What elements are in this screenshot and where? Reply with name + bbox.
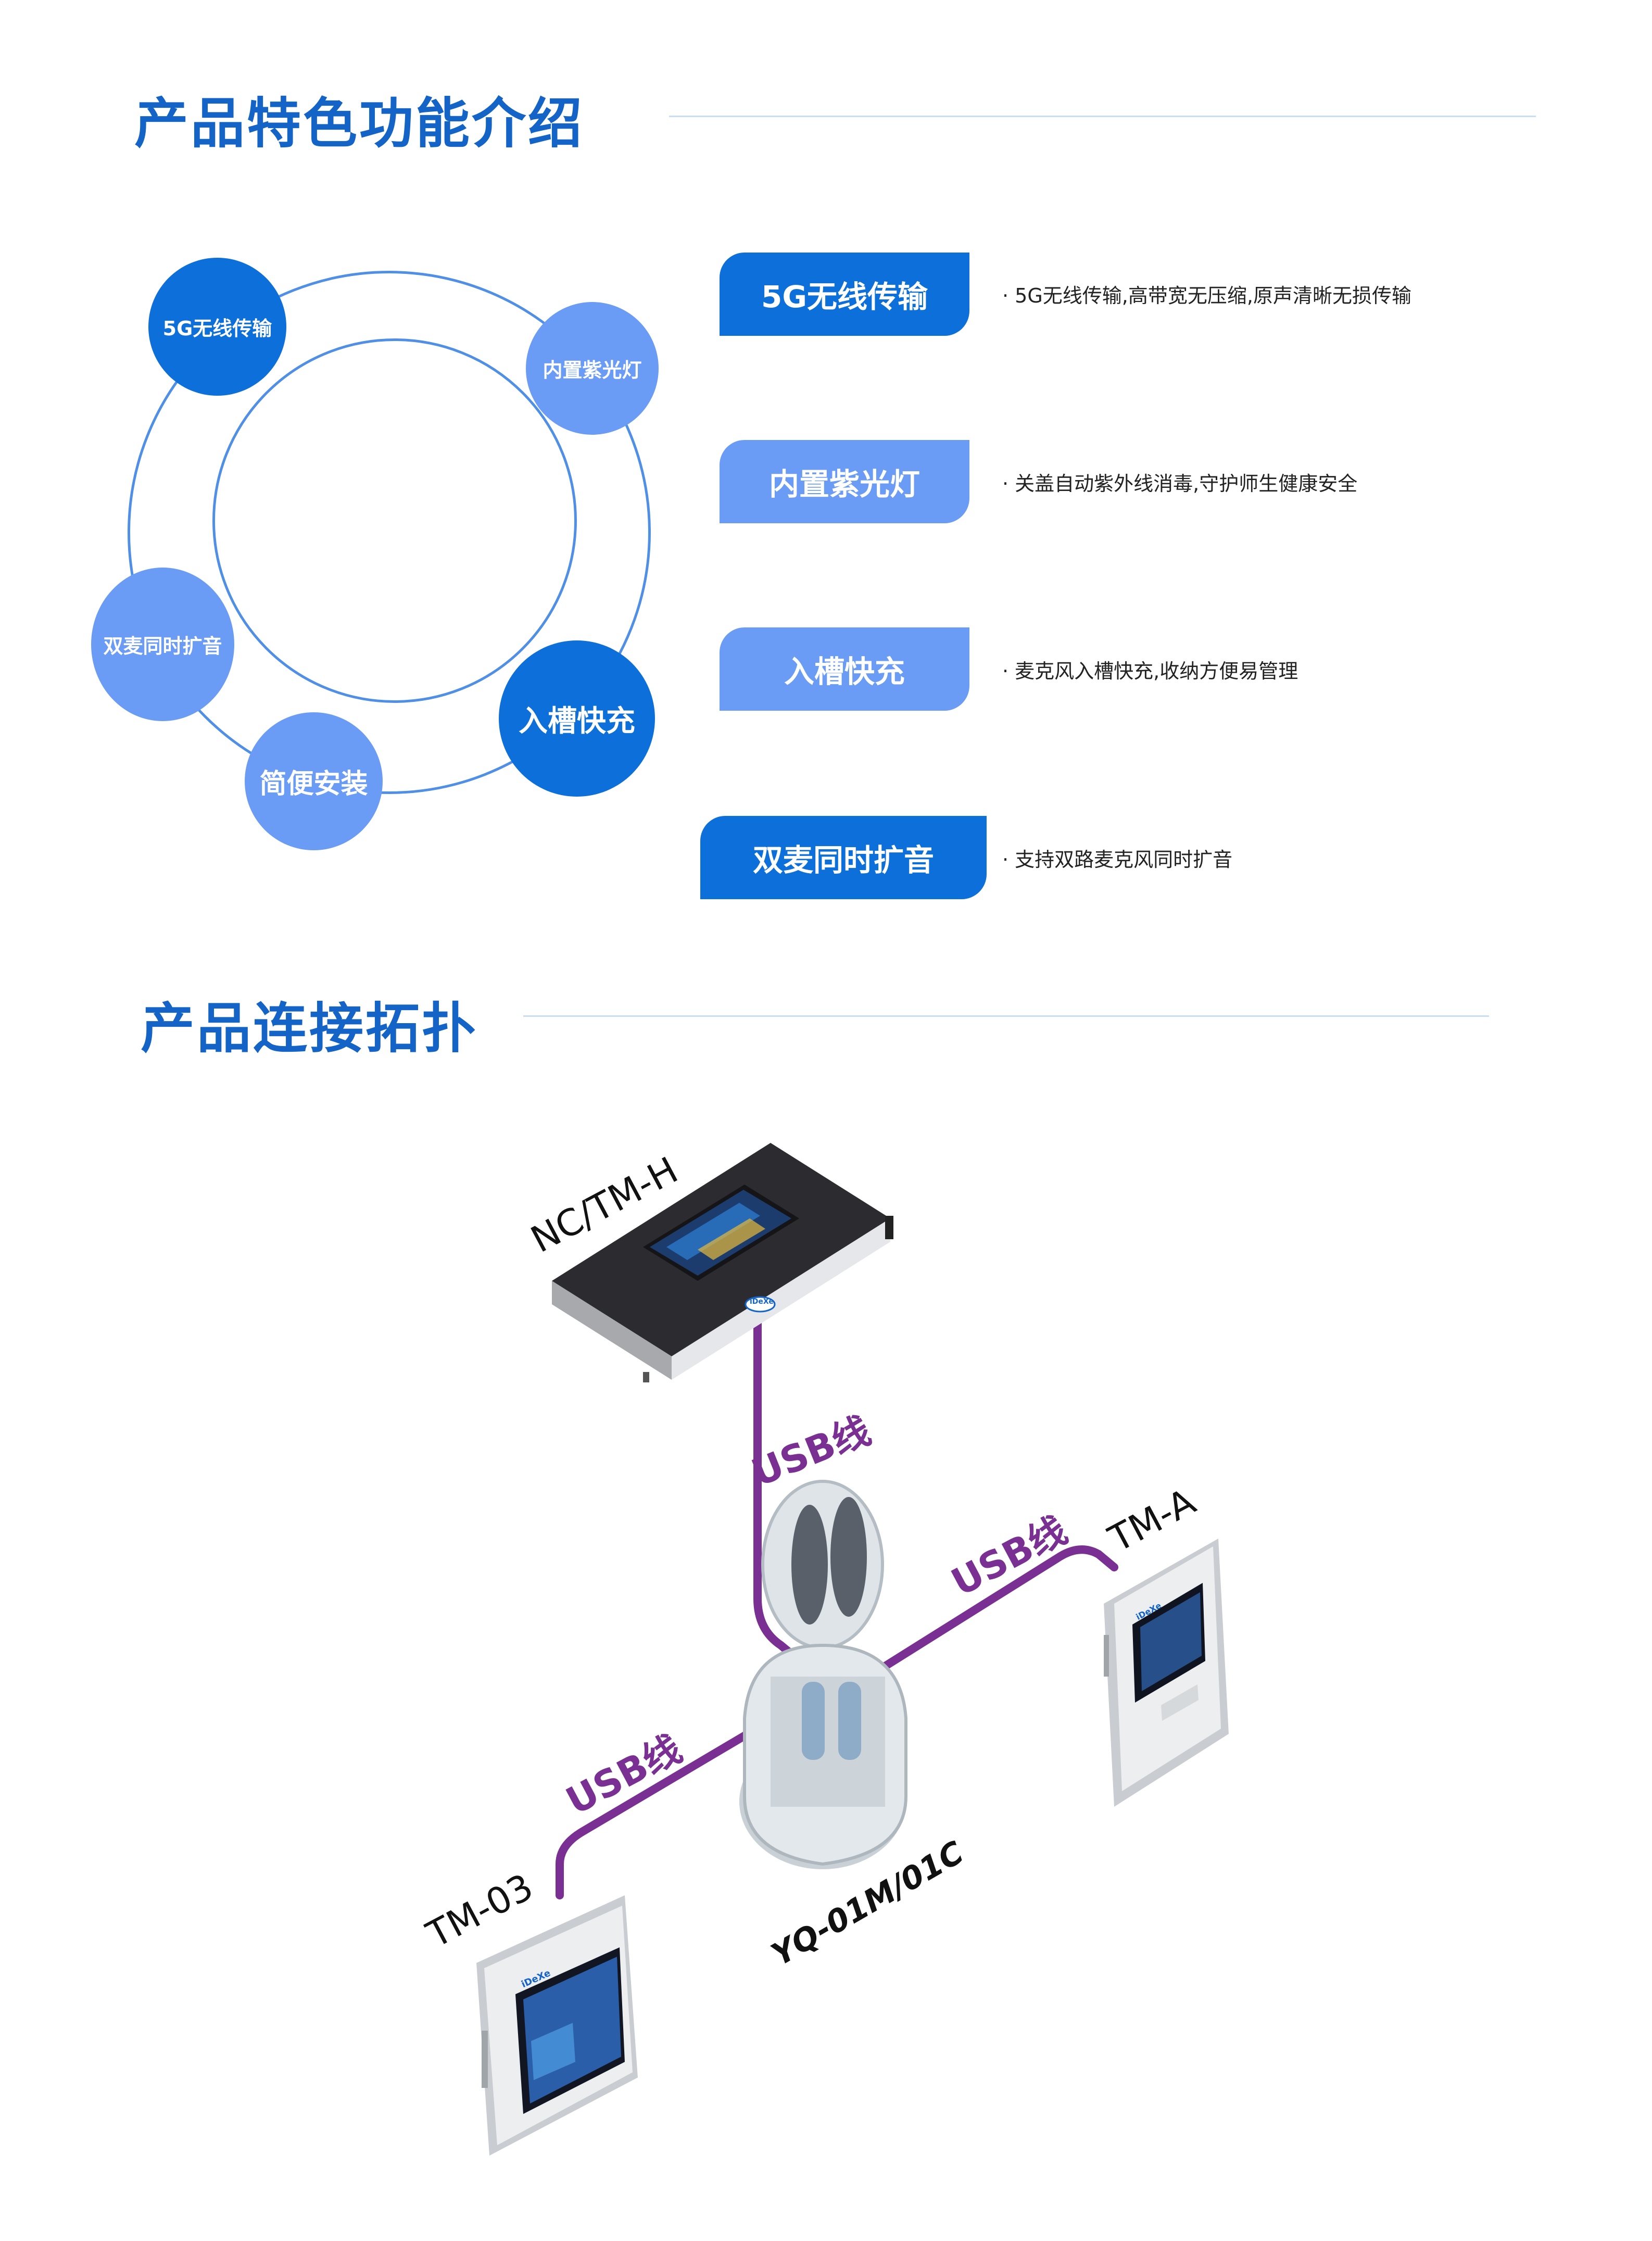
bubble-dual-mic: 双麦同时扩音 xyxy=(91,568,234,721)
bubble-5g-label: 5G无线传输 xyxy=(162,317,272,340)
bubble-uv-light: 内置紫光灯 xyxy=(526,302,659,435)
feature-5g-label: 5G无线传输 xyxy=(761,279,928,314)
bubble-dual-mic-label: 双麦同时扩音 xyxy=(103,635,222,658)
tm-a-device xyxy=(1104,1539,1229,1807)
brand-logo-rack: iDeXe xyxy=(750,1298,774,1306)
feature-5g-desc: · 5G无线传输,高带宽无压缩,原声清晰无损传输 xyxy=(1002,284,1411,307)
feature-charge-desc: · 麦克风入槽快充,收纳方便易管理 xyxy=(1002,660,1298,683)
bubble-easy-install-label: 简便安装 xyxy=(259,769,368,800)
outer-ring xyxy=(128,271,651,794)
topology-section-title: 产品连接拓扑 xyxy=(141,997,478,1060)
inner-ring xyxy=(212,338,577,703)
bubble-slot-charge-label: 入槽快充 xyxy=(519,704,635,738)
feature-dual-mic-pill: 双麦同时扩音 xyxy=(700,816,987,899)
cable-top xyxy=(753,1308,801,1663)
bubble-5g: 5G无线传输 xyxy=(148,258,286,396)
cable-right xyxy=(881,1545,1118,1670)
feature-uv-label: 内置紫光灯 xyxy=(768,467,920,502)
bubble-slot-charge: 入槽快充 xyxy=(499,640,655,797)
feature-dual-mic-desc: · 支持双路麦克风同时扩音 xyxy=(1002,848,1233,871)
tm-03-device xyxy=(476,1895,638,2156)
feature-charge-pill: 入槽快充 xyxy=(720,627,969,711)
yq-01m-charging-case xyxy=(739,1480,907,1869)
feature-dual-mic-label: 双麦同时扩音 xyxy=(752,842,934,878)
feature-charge-label: 入槽快充 xyxy=(784,654,905,689)
bubble-easy-install: 简便安装 xyxy=(245,712,383,850)
features-section-title: 产品特色功能介绍 xyxy=(134,92,585,155)
topology-title-divider xyxy=(523,1015,1489,1017)
bubble-uv-light-label: 内置紫光灯 xyxy=(543,359,642,382)
feature-uv-pill: 内置紫光灯 xyxy=(720,440,969,523)
nc-tm-h-device xyxy=(552,1143,893,1382)
feature-uv-desc: · 关盖自动紫外线消毒,守护师生健康安全 xyxy=(1002,472,1358,495)
cable-left xyxy=(556,1719,770,1899)
feature-5g-pill: 5G无线传输 xyxy=(720,253,969,336)
title-divider xyxy=(669,116,1536,117)
